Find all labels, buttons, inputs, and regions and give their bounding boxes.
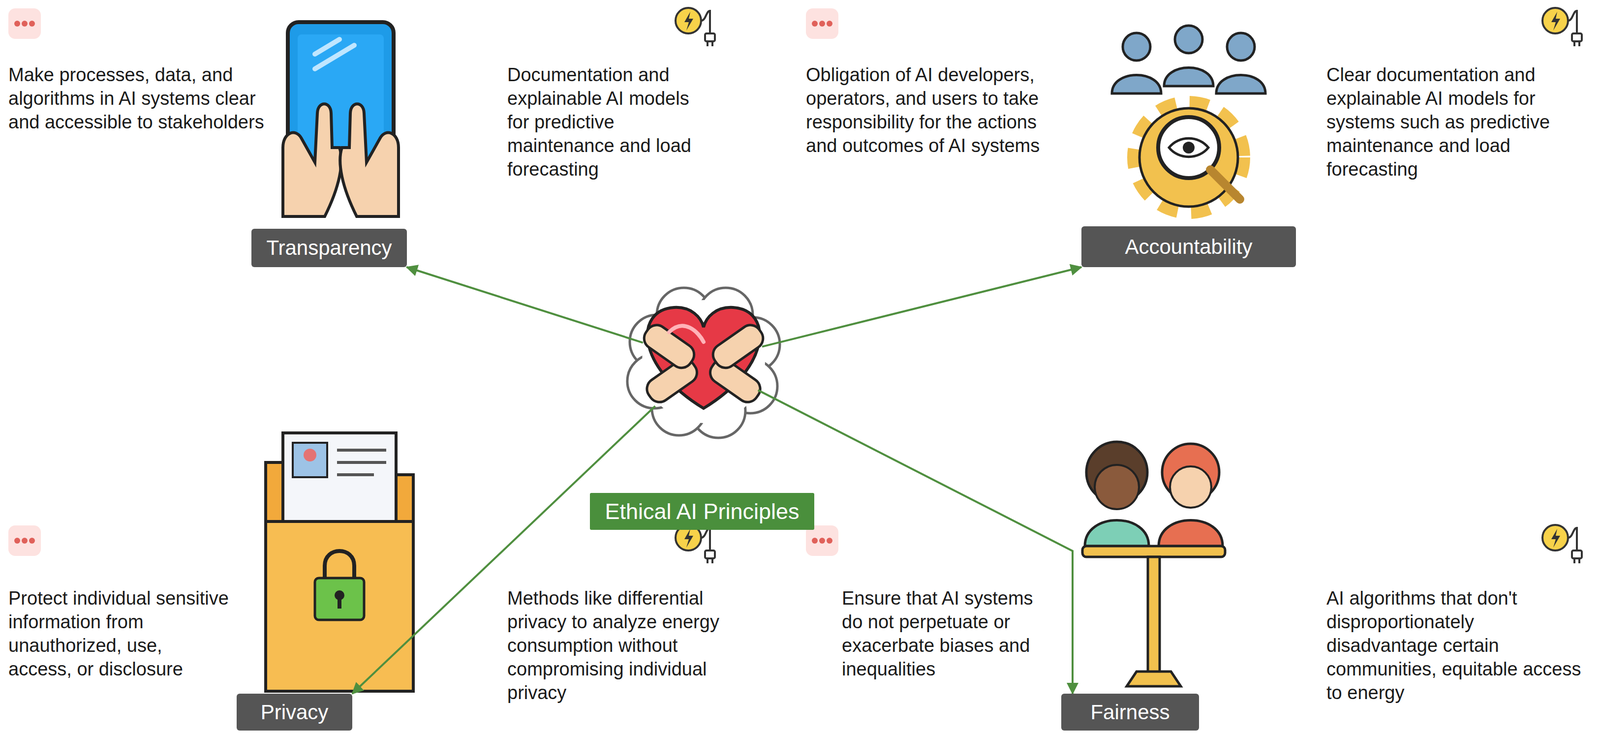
scale-icon xyxy=(1084,520,1149,547)
chat-bubble-icon xyxy=(8,525,41,556)
tablet-icon xyxy=(339,103,399,217)
connector-arrow xyxy=(762,267,1082,347)
accountability-icon xyxy=(1164,67,1214,87)
accountability-icon xyxy=(1137,105,1241,210)
folder-icon xyxy=(337,596,342,609)
scale-icon xyxy=(1082,546,1226,557)
tablet-icon xyxy=(314,45,355,69)
heart-hands-icon xyxy=(669,325,704,342)
chat-bubble-icon xyxy=(805,8,839,39)
tablet-icon xyxy=(282,103,342,217)
definition-text: Ensure that AI systems do not perpetuate… xyxy=(841,586,1039,681)
node-text: Ethical AI Principles xyxy=(589,492,814,530)
node-text: Privacy xyxy=(260,702,329,723)
principle-label-box: Transparency xyxy=(251,228,407,268)
folder-icon xyxy=(265,432,414,692)
connector-arrow xyxy=(406,267,644,343)
chat-bubble-icon xyxy=(805,525,839,556)
plug-icon xyxy=(675,524,715,564)
connector-arrow xyxy=(758,390,1073,694)
scale-icon xyxy=(1094,464,1139,510)
folder-icon xyxy=(337,473,374,477)
central-principles-node: Ethical AI Principles xyxy=(589,295,814,530)
energy-application-text: Clear documentation and explainable AI m… xyxy=(1326,62,1583,182)
energy-application-text: Methods like differential privacy to ana… xyxy=(507,586,749,705)
folder-icon xyxy=(265,521,414,692)
chat-bubble-icon xyxy=(8,8,41,39)
heart-hands-icon xyxy=(642,300,766,424)
energy-application-text: AI algorithms that don't disproportionat… xyxy=(1326,586,1583,705)
tablet-icon xyxy=(282,103,399,217)
scale-icon xyxy=(1158,520,1223,547)
definition-text: Protect individual sensitive information… xyxy=(8,586,230,681)
node-text: Transparency xyxy=(266,237,392,259)
plug-icon xyxy=(1542,7,1582,47)
energy-application-text: Documentation and explainable AI models … xyxy=(507,62,705,182)
tablet-icon xyxy=(314,39,340,55)
accountability-icon xyxy=(1139,108,1238,207)
accountability-icon xyxy=(1111,25,1266,94)
definition-text: Make processes, data, and algorithms in … xyxy=(8,62,265,134)
accountability-icon xyxy=(1174,25,1203,54)
folder-icon xyxy=(337,448,387,452)
scale-icon xyxy=(1147,556,1160,680)
heart-hands-icon xyxy=(627,287,780,438)
principle-label-box: Fairness xyxy=(1061,693,1200,731)
principle-label-box: Privacy xyxy=(236,693,353,731)
folder-icon xyxy=(303,448,317,462)
node-text: Fairness xyxy=(1090,702,1170,723)
tablet-icon xyxy=(297,34,384,158)
scale-icon xyxy=(1126,671,1181,687)
accountability-icon xyxy=(1122,32,1151,61)
folder-icon xyxy=(324,551,355,581)
definition-text: Obligation of AI developers, operators, … xyxy=(805,62,1062,158)
accountability-icon xyxy=(1216,75,1266,94)
accountability-icon xyxy=(1169,138,1209,157)
node-text: Accountability xyxy=(1124,236,1253,258)
accountability-icon xyxy=(1210,169,1240,200)
principle-label-box: Accountability xyxy=(1081,226,1296,268)
plug-icon xyxy=(675,7,715,47)
plug-icon xyxy=(1542,524,1582,564)
folder-icon xyxy=(337,461,387,464)
tablet-icon xyxy=(282,22,399,217)
scale-icon xyxy=(1169,466,1212,508)
folder-icon xyxy=(314,578,365,620)
heart-hands-icon xyxy=(627,287,780,438)
heart-hands-icon xyxy=(708,320,768,372)
accountability-icon xyxy=(1227,32,1255,61)
accountability-icon xyxy=(1111,25,1266,210)
heart-hands-icon xyxy=(640,320,768,407)
scale-icon xyxy=(1082,441,1226,687)
accountability-icon xyxy=(1111,75,1162,94)
folder-icon xyxy=(292,442,328,478)
accountability-icon xyxy=(1182,141,1195,154)
